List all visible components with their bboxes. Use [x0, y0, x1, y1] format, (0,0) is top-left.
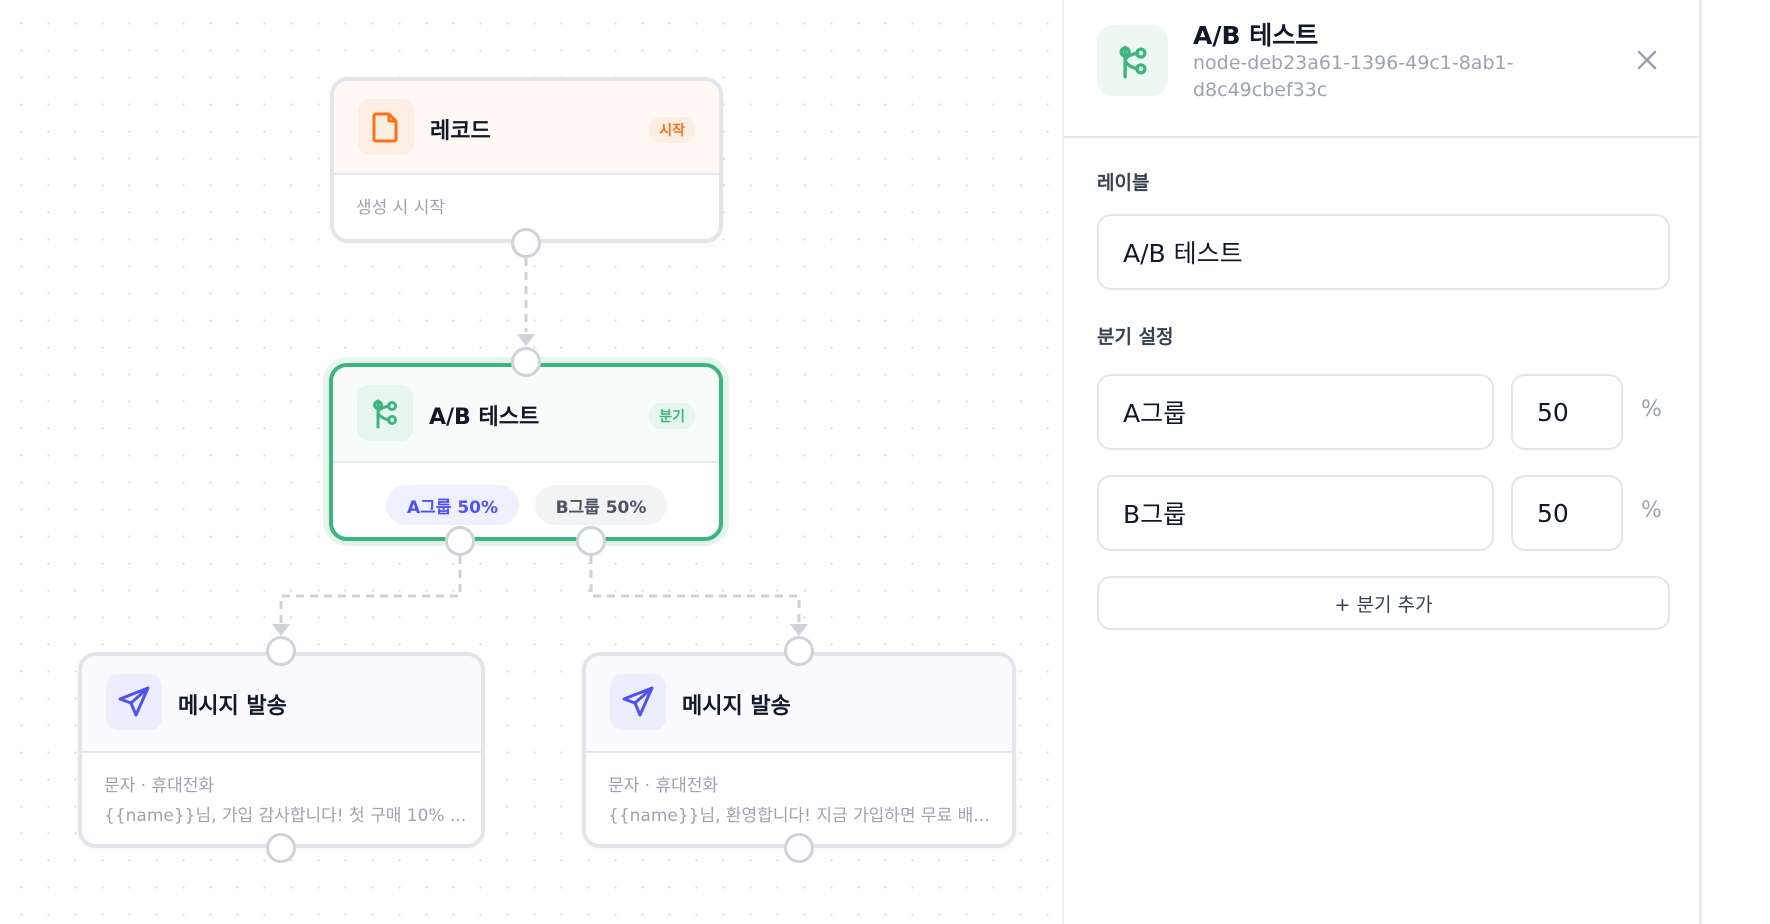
edge-arrow — [272, 624, 290, 636]
branch-name-input-b[interactable]: B그룹 — [1097, 475, 1494, 551]
handle-ab-in[interactable] — [511, 347, 541, 377]
node-preview: {{name}}님, 환영합니다! 지금 가입하면 무료 배... — [608, 806, 990, 826]
node-channel: 문자 · 휴대전화 — [608, 776, 719, 796]
percent-unit: % — [1641, 397, 1662, 422]
handle-message-b-out[interactable] — [784, 833, 814, 863]
node-preview: {{name}}님, 가입 감사합니다! 첫 구매 10% ... — [104, 806, 467, 826]
panel-header: A/B 테스트 node-deb23a61-1396-49c1-8ab1- d8… — [1064, 0, 1699, 138]
node-title: A/B 테스트 — [429, 405, 540, 430]
branch-pill-a: A그룹 50% — [386, 485, 519, 525]
branch-name-input-a[interactable]: A그룹 — [1097, 374, 1494, 450]
node-ab-test[interactable]: A/B 테스트 분기 A그룹 50% B그룹 50% — [329, 363, 723, 541]
branch-settings-heading: 분기 설정 — [1097, 326, 1174, 348]
panel-title: A/B 테스트 — [1193, 21, 1319, 50]
send-icon — [106, 674, 162, 730]
node-id: node-deb23a61-1396-49c1-8ab1- d8c49cbef3… — [1193, 50, 1513, 104]
percent-unit: % — [1641, 498, 1662, 523]
node-title: 메시지 발송 — [682, 694, 791, 719]
edge-ab-to-message-a — [279, 556, 462, 626]
node-id-line: d8c49cbef33c — [1193, 79, 1328, 101]
branch-icon — [357, 385, 413, 441]
add-branch-button[interactable]: + 분기 추가 — [1097, 576, 1670, 630]
label-heading: 레이블 — [1097, 172, 1150, 194]
edge-arrow — [790, 624, 808, 636]
handle-message-b-in[interactable] — [784, 636, 814, 666]
node-channel: 문자 · 휴대전화 — [104, 776, 215, 796]
branch-pill-b: B그룹 50% — [535, 485, 667, 525]
node-badge: 시작 — [649, 117, 695, 143]
node-title: 레코드 — [430, 119, 491, 144]
edges-layer — [272, 258, 808, 636]
workflow-canvas[interactable]: 레코드 시작 생성 시 시작 A/B 테스트 분기 A그룹 50% B그룹 50… — [0, 0, 1062, 924]
branch-percent-input-a[interactable]: 50 — [1511, 374, 1623, 450]
handle-ab-out-b[interactable] — [576, 526, 606, 556]
node-id-line: node-deb23a61-1396-49c1-8ab1- — [1193, 52, 1514, 74]
node-message-b[interactable]: 메시지 발송 문자 · 휴대전화 {{name}}님, 환영합니다! 지금 가입… — [582, 652, 1016, 848]
node-settings-panel: A/B 테스트 node-deb23a61-1396-49c1-8ab1- d8… — [1062, 0, 1702, 924]
handle-message-a-in[interactable] — [266, 636, 296, 666]
send-icon — [610, 674, 666, 730]
branch-icon — [1097, 25, 1168, 96]
file-icon — [358, 99, 414, 155]
node-record[interactable]: 레코드 시작 생성 시 시작 — [330, 77, 723, 243]
handle-ab-out-a[interactable] — [445, 526, 475, 556]
node-message-a[interactable]: 메시지 발송 문자 · 휴대전화 {{name}}님, 가입 감사합니다! 첫 … — [78, 652, 485, 848]
node-description: 생성 시 시작 — [356, 198, 446, 218]
node-badge: 분기 — [649, 403, 695, 429]
close-icon[interactable] — [1634, 47, 1660, 73]
branch-percent-input-b[interactable]: 50 — [1511, 475, 1623, 551]
handle-record-out[interactable] — [511, 228, 541, 258]
edge-ab-to-message-b — [589, 556, 801, 626]
handle-message-a-out[interactable] — [266, 833, 296, 863]
label-input[interactable]: A/B 테스트 — [1097, 214, 1670, 290]
node-title: 메시지 발송 — [178, 694, 287, 719]
edge-arrow — [517, 334, 535, 346]
